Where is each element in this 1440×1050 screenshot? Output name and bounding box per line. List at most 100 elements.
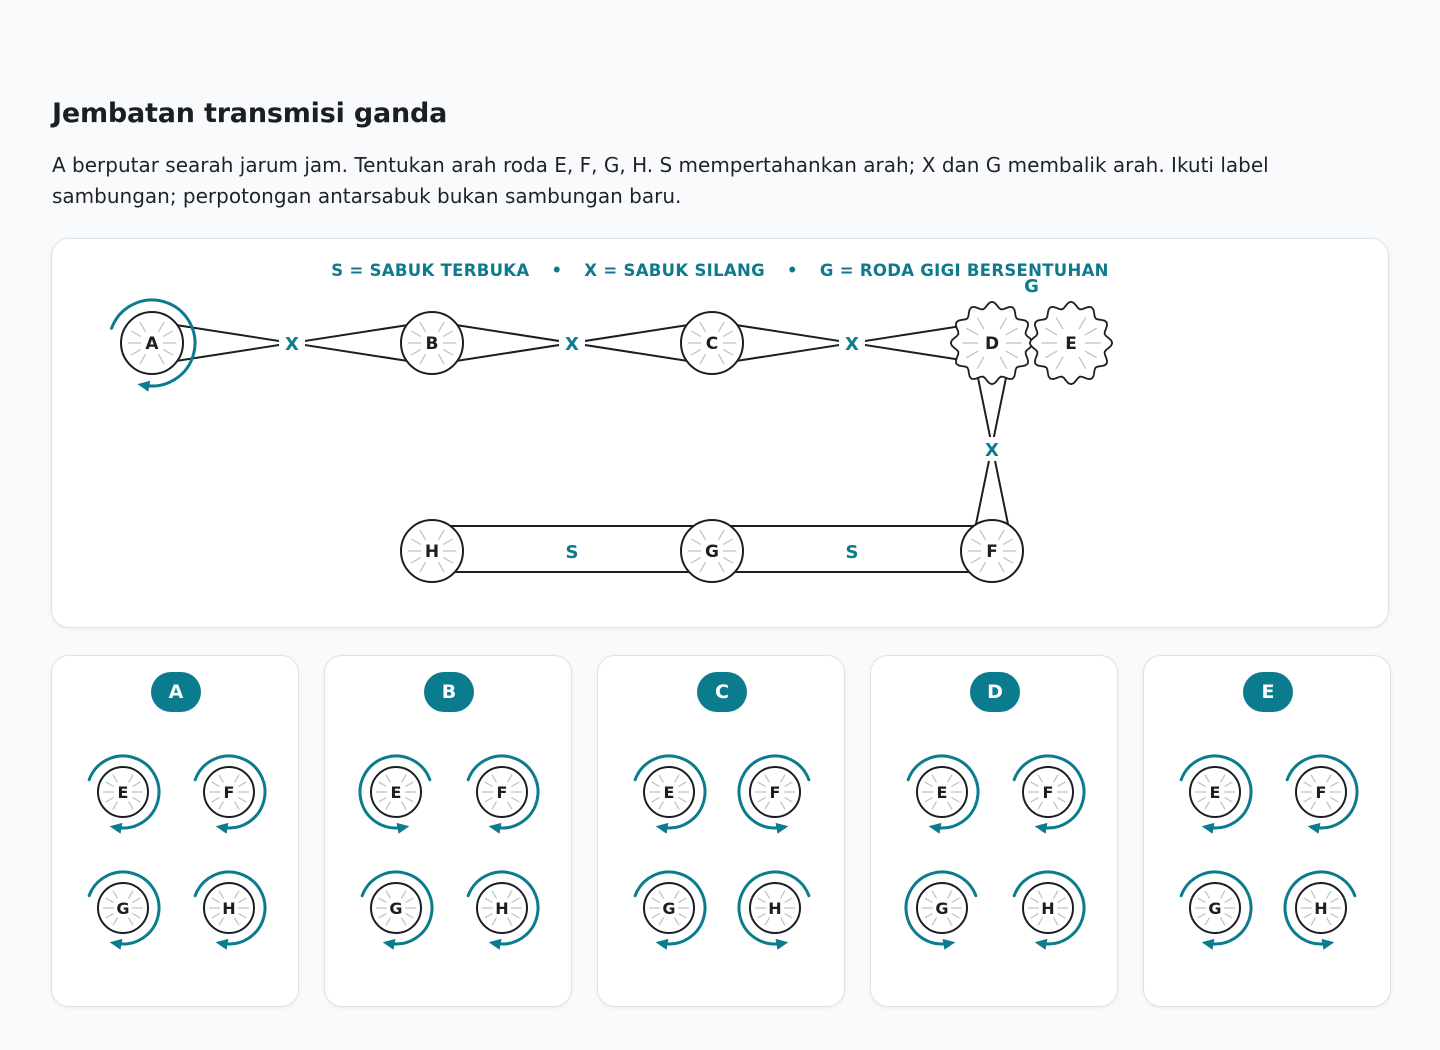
legend-separator: •	[786, 261, 798, 280]
rotation-arrowhead	[1307, 822, 1321, 834]
answer-rotation-arrow	[633, 870, 707, 950]
wheel-label: E	[1065, 334, 1077, 354]
rotation-arrowhead	[109, 822, 123, 834]
legend-cross-belt: X = SABUK SILANG	[584, 261, 765, 280]
answer-rotation-arrow	[193, 870, 267, 950]
legend: S = SABUK TERBUKA•X = SABUK SILANG•G = R…	[52, 261, 1388, 280]
pulley-rim	[1295, 882, 1347, 934]
answer-rotation-arrow	[633, 754, 707, 834]
belts	[175, 324, 1009, 573]
answer-rotation-arrow	[1285, 754, 1359, 834]
answer-wheel-label: E	[937, 783, 948, 802]
answer-option-d[interactable]: D E F G H	[870, 655, 1118, 1007]
rotation-arrowhead	[942, 938, 956, 950]
connection-label: S	[566, 542, 579, 563]
instructions-text: A berputar searah jarum jam. Tentukan ar…	[52, 153, 1269, 208]
wheel-label: F	[986, 542, 998, 562]
wheel-label: C	[706, 334, 718, 354]
pulley-rim	[400, 311, 464, 375]
answer-wheel-g: G	[97, 882, 149, 934]
answer-rotation-arrow	[360, 870, 434, 950]
pulley-rim	[749, 766, 801, 818]
rotation-arc	[633, 754, 707, 830]
rotation-arrowhead	[655, 822, 669, 834]
rotation-arrowhead	[655, 938, 669, 950]
rotation-arc	[737, 754, 811, 830]
rotation-arc	[1012, 870, 1086, 946]
rotation-arc	[737, 870, 811, 946]
answer-rotation-arrow	[466, 754, 540, 834]
pulley-a: A	[120, 311, 184, 375]
rotation-arc	[87, 870, 161, 946]
rotation-arc	[360, 870, 434, 946]
connection-label: X	[565, 334, 579, 355]
pulley-rim	[97, 766, 149, 818]
answer-wheel-f: F	[1295, 766, 1347, 818]
pulley-rim	[960, 519, 1024, 583]
answer-rotation-arrow	[1012, 754, 1086, 834]
answer-wheel-label: E	[391, 783, 402, 802]
answer-wheel-label: F	[770, 783, 781, 802]
pulley-f: F	[960, 519, 1024, 583]
answer-wheel-label: E	[118, 783, 129, 802]
answer-wheel-label: F	[1043, 783, 1054, 802]
rotation-arc	[1179, 754, 1253, 830]
pulley-rim	[400, 519, 464, 583]
gear-outline	[1028, 300, 1114, 386]
pulley-rim	[370, 882, 422, 934]
answer-wheel-label: F	[1316, 783, 1327, 802]
pulley-rim	[680, 311, 744, 375]
rotation-arc	[193, 754, 267, 830]
answer-wheel-label: G	[116, 899, 129, 918]
wheel-label: H	[425, 542, 439, 562]
pulley-rim	[476, 766, 528, 818]
option-badge: C	[697, 672, 747, 712]
rotation-arrowhead	[1201, 822, 1215, 834]
answer-wheel-g: G	[1189, 882, 1241, 934]
answer-rotation-arrow	[737, 754, 811, 834]
answer-wheel-label: H	[222, 899, 235, 918]
pulley-rim	[916, 882, 968, 934]
answer-wheel-label: G	[935, 899, 948, 918]
answer-wheel-label: G	[662, 899, 675, 918]
answer-rotation-arrow	[87, 870, 161, 950]
pulley-rim	[203, 766, 255, 818]
pulley-rim	[370, 766, 422, 818]
answer-rotation-arrow	[737, 870, 811, 950]
pulley-rim	[1022, 882, 1074, 934]
pulley-rim	[643, 882, 695, 934]
answer-rotation-arrow	[1179, 870, 1253, 950]
wheel-label: G	[705, 542, 719, 562]
rotation-arrowhead	[215, 938, 229, 950]
rotation-arrowhead	[137, 380, 151, 392]
rotation-arc	[358, 754, 432, 830]
option-wheels: E F G H	[904, 754, 1086, 950]
pulley-h: H	[400, 519, 464, 583]
pulley-rim	[476, 882, 528, 934]
answer-wheel-label: F	[497, 783, 508, 802]
answer-wheel-h: H	[1022, 882, 1074, 934]
option-badge: D	[970, 672, 1020, 712]
rotation-arrowhead	[1321, 938, 1335, 950]
option-badge: E	[1243, 672, 1293, 712]
legend-open-belt: S = SABUK TERBUKA	[331, 261, 530, 280]
connection-label: X	[845, 334, 859, 355]
diagram-panel: S = SABUK TERBUKA•X = SABUK SILANG•G = R…	[51, 238, 1389, 628]
answer-wheel-label: G	[389, 899, 402, 918]
rotation-arc	[1012, 754, 1086, 830]
rotation-arrowhead	[109, 938, 123, 950]
answer-wheel-h: H	[476, 882, 528, 934]
connection-label: X	[285, 334, 299, 355]
answer-wheel-label: G	[1208, 899, 1221, 918]
answer-rotation-arrow	[193, 754, 267, 834]
pulley-rim	[916, 766, 968, 818]
pulley-c: C	[680, 311, 744, 375]
